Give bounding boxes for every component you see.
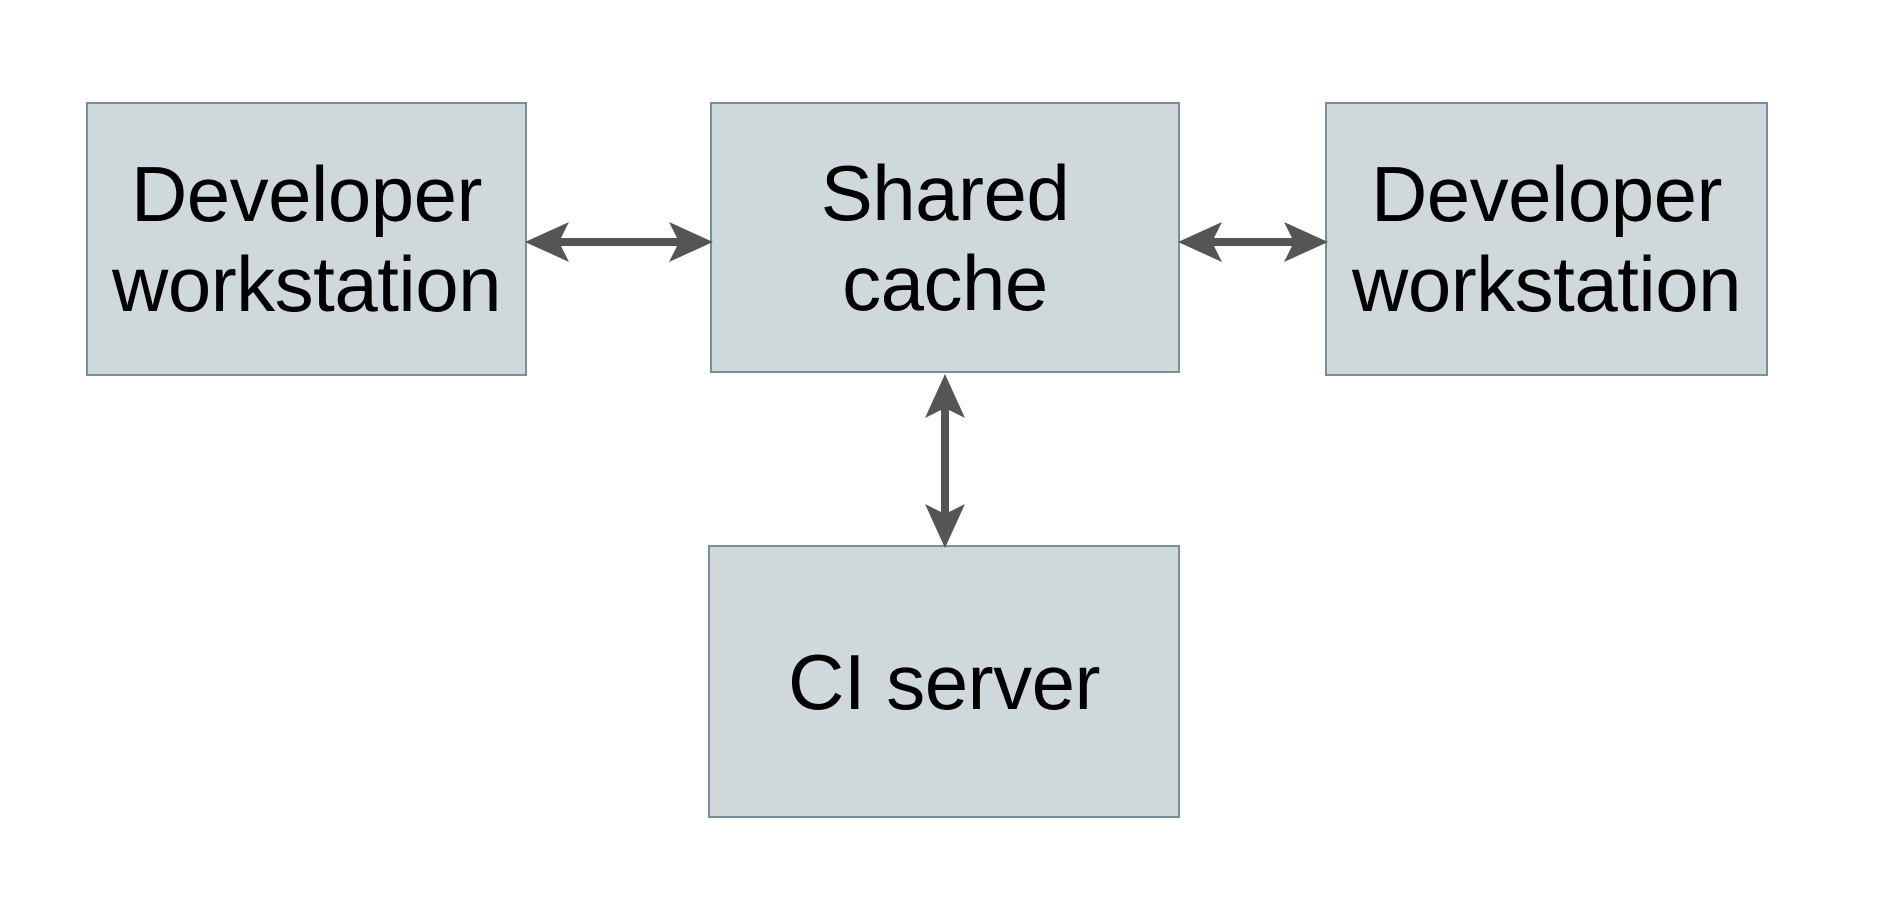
double-arrow-icon-shared-cache-to-dev-right — [1178, 222, 1328, 262]
node-label-shared-cache: Shared cache — [820, 148, 1070, 327]
node-label-ci-server: CI server — [788, 637, 1100, 726]
node-developer-workstation-left[interactable]: Developer workstation — [86, 102, 527, 376]
node-label-developer-workstation-right: Developer workstation — [1352, 150, 1742, 328]
node-label-developer-workstation-left: Developer workstation — [112, 150, 502, 328]
double-arrow-icon-dev-left-to-shared-cache — [525, 222, 713, 262]
node-shared-cache[interactable]: Shared cache — [710, 102, 1180, 373]
node-ci-server[interactable]: CI server — [708, 545, 1180, 818]
node-developer-workstation-right[interactable]: Developer workstation — [1325, 102, 1768, 376]
double-arrow-icon-ci-server-to-shared-cache — [925, 374, 965, 548]
